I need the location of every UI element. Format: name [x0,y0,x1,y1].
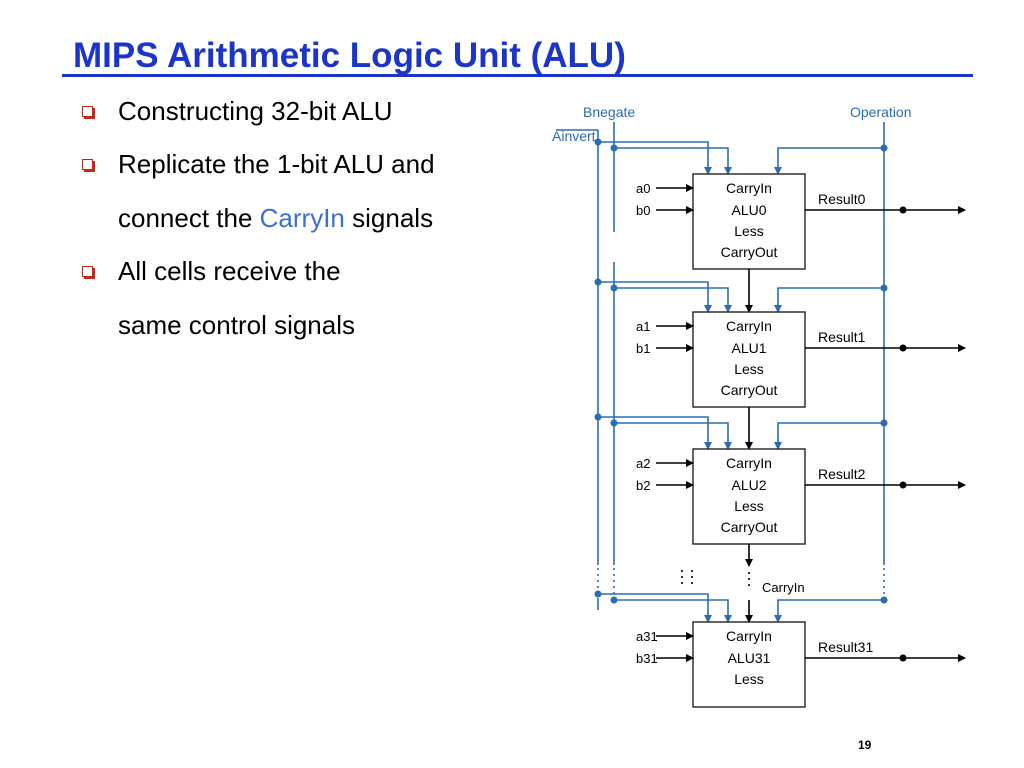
alu-cell-box [692,448,806,545]
operation-junction [880,144,888,152]
alu-cell-box [692,173,806,270]
carryin-highlight: CarryIn [259,203,345,233]
carryin-label: CarryIn [726,455,772,471]
operation-tap [774,422,884,450]
result-label: Result0 [818,191,866,207]
bnegate-junction [610,144,618,152]
operation-label: Operation [850,104,911,120]
operation-junction [880,419,888,427]
alu-cell-name: ALU2 [731,477,766,493]
bnegate-tap [614,147,732,175]
operation-tap [774,287,884,313]
ainvert-tap [598,281,712,313]
bullet-continuation: connect the CarryIn signals [118,202,433,234]
result-junction [899,344,907,352]
carryin-label: CarryIn [726,180,772,196]
input-b-label: b31 [636,651,658,666]
bullet-text: signals [344,203,434,233]
ainvert-junction [594,590,602,598]
bnegate-tap [614,287,732,313]
operation-junction [880,284,888,292]
ainvert-label: Ainvert [552,128,596,144]
less-label: Less [734,361,764,377]
ainvert-junction [594,138,602,146]
ainvert-junction [594,278,602,286]
input-a-label: a1 [636,319,650,334]
bullet-item: Constructing 32-bit ALU [118,96,393,126]
input-a-label: a31 [636,629,658,644]
result-label: Result2 [818,466,866,482]
operation-tap [774,599,884,623]
page-number: 19 [858,738,872,752]
result-label: Result31 [818,639,873,655]
carryout-label: CarryOut [721,382,778,398]
carryout-label: CarryOut [721,519,778,535]
input-b-label: b0 [636,203,650,218]
carryin-label: CarryIn [726,628,772,644]
result-junction [899,481,907,489]
alu-cells: CarryInALU0LessCarryOuta0b0Result0CarryI… [556,122,966,708]
title-underline [62,74,973,77]
carryin-ellipsis-label: CarryIn [762,580,805,595]
bnegate-label: Bnegate [583,104,635,120]
result-junction [899,654,907,662]
alu-cell-name: ALU1 [731,340,766,356]
less-label: Less [734,223,764,239]
bullet-marker [82,159,93,170]
result-junction [899,206,907,214]
ainvert-tap [598,141,712,175]
bullet-continuation: same control signals [118,310,355,340]
input-b-label: b2 [636,478,650,493]
bnegate-tap [614,599,732,623]
bnegate-tap [614,422,732,450]
result-label: Result1 [818,329,866,345]
alu-cell-box [692,621,806,708]
operation-tap [774,147,884,175]
bnegate-junction [610,284,618,292]
input-a-label: a0 [636,181,650,196]
alu-cell-name: ALU0 [731,202,766,218]
ainvert-tap [598,593,712,623]
ainvert-junction [594,413,602,421]
less-label: Less [734,671,764,687]
bnegate-junction [610,596,618,604]
bullet-text: connect the [118,203,260,233]
operation-junction [880,596,888,604]
bullet-marker [82,266,93,277]
bullet-item: Replicate the 1-bit ALU and [118,149,435,179]
input-a-label: a2 [636,456,650,471]
bnegate-junction [610,419,618,427]
ainvert-tap [598,416,712,450]
alu-cell-box [692,311,806,408]
bullet-marker [82,106,93,117]
slide-title: MIPS Arithmetic Logic Unit (ALU) [73,36,626,75]
bullet-item: All cells receive the [118,256,341,286]
input-b-label: b1 [636,341,650,356]
carryout-label: CarryOut [721,244,778,260]
less-label: Less [734,498,764,514]
alu-cell-name: ALU31 [728,650,771,666]
carryin-label: CarryIn [726,318,772,334]
